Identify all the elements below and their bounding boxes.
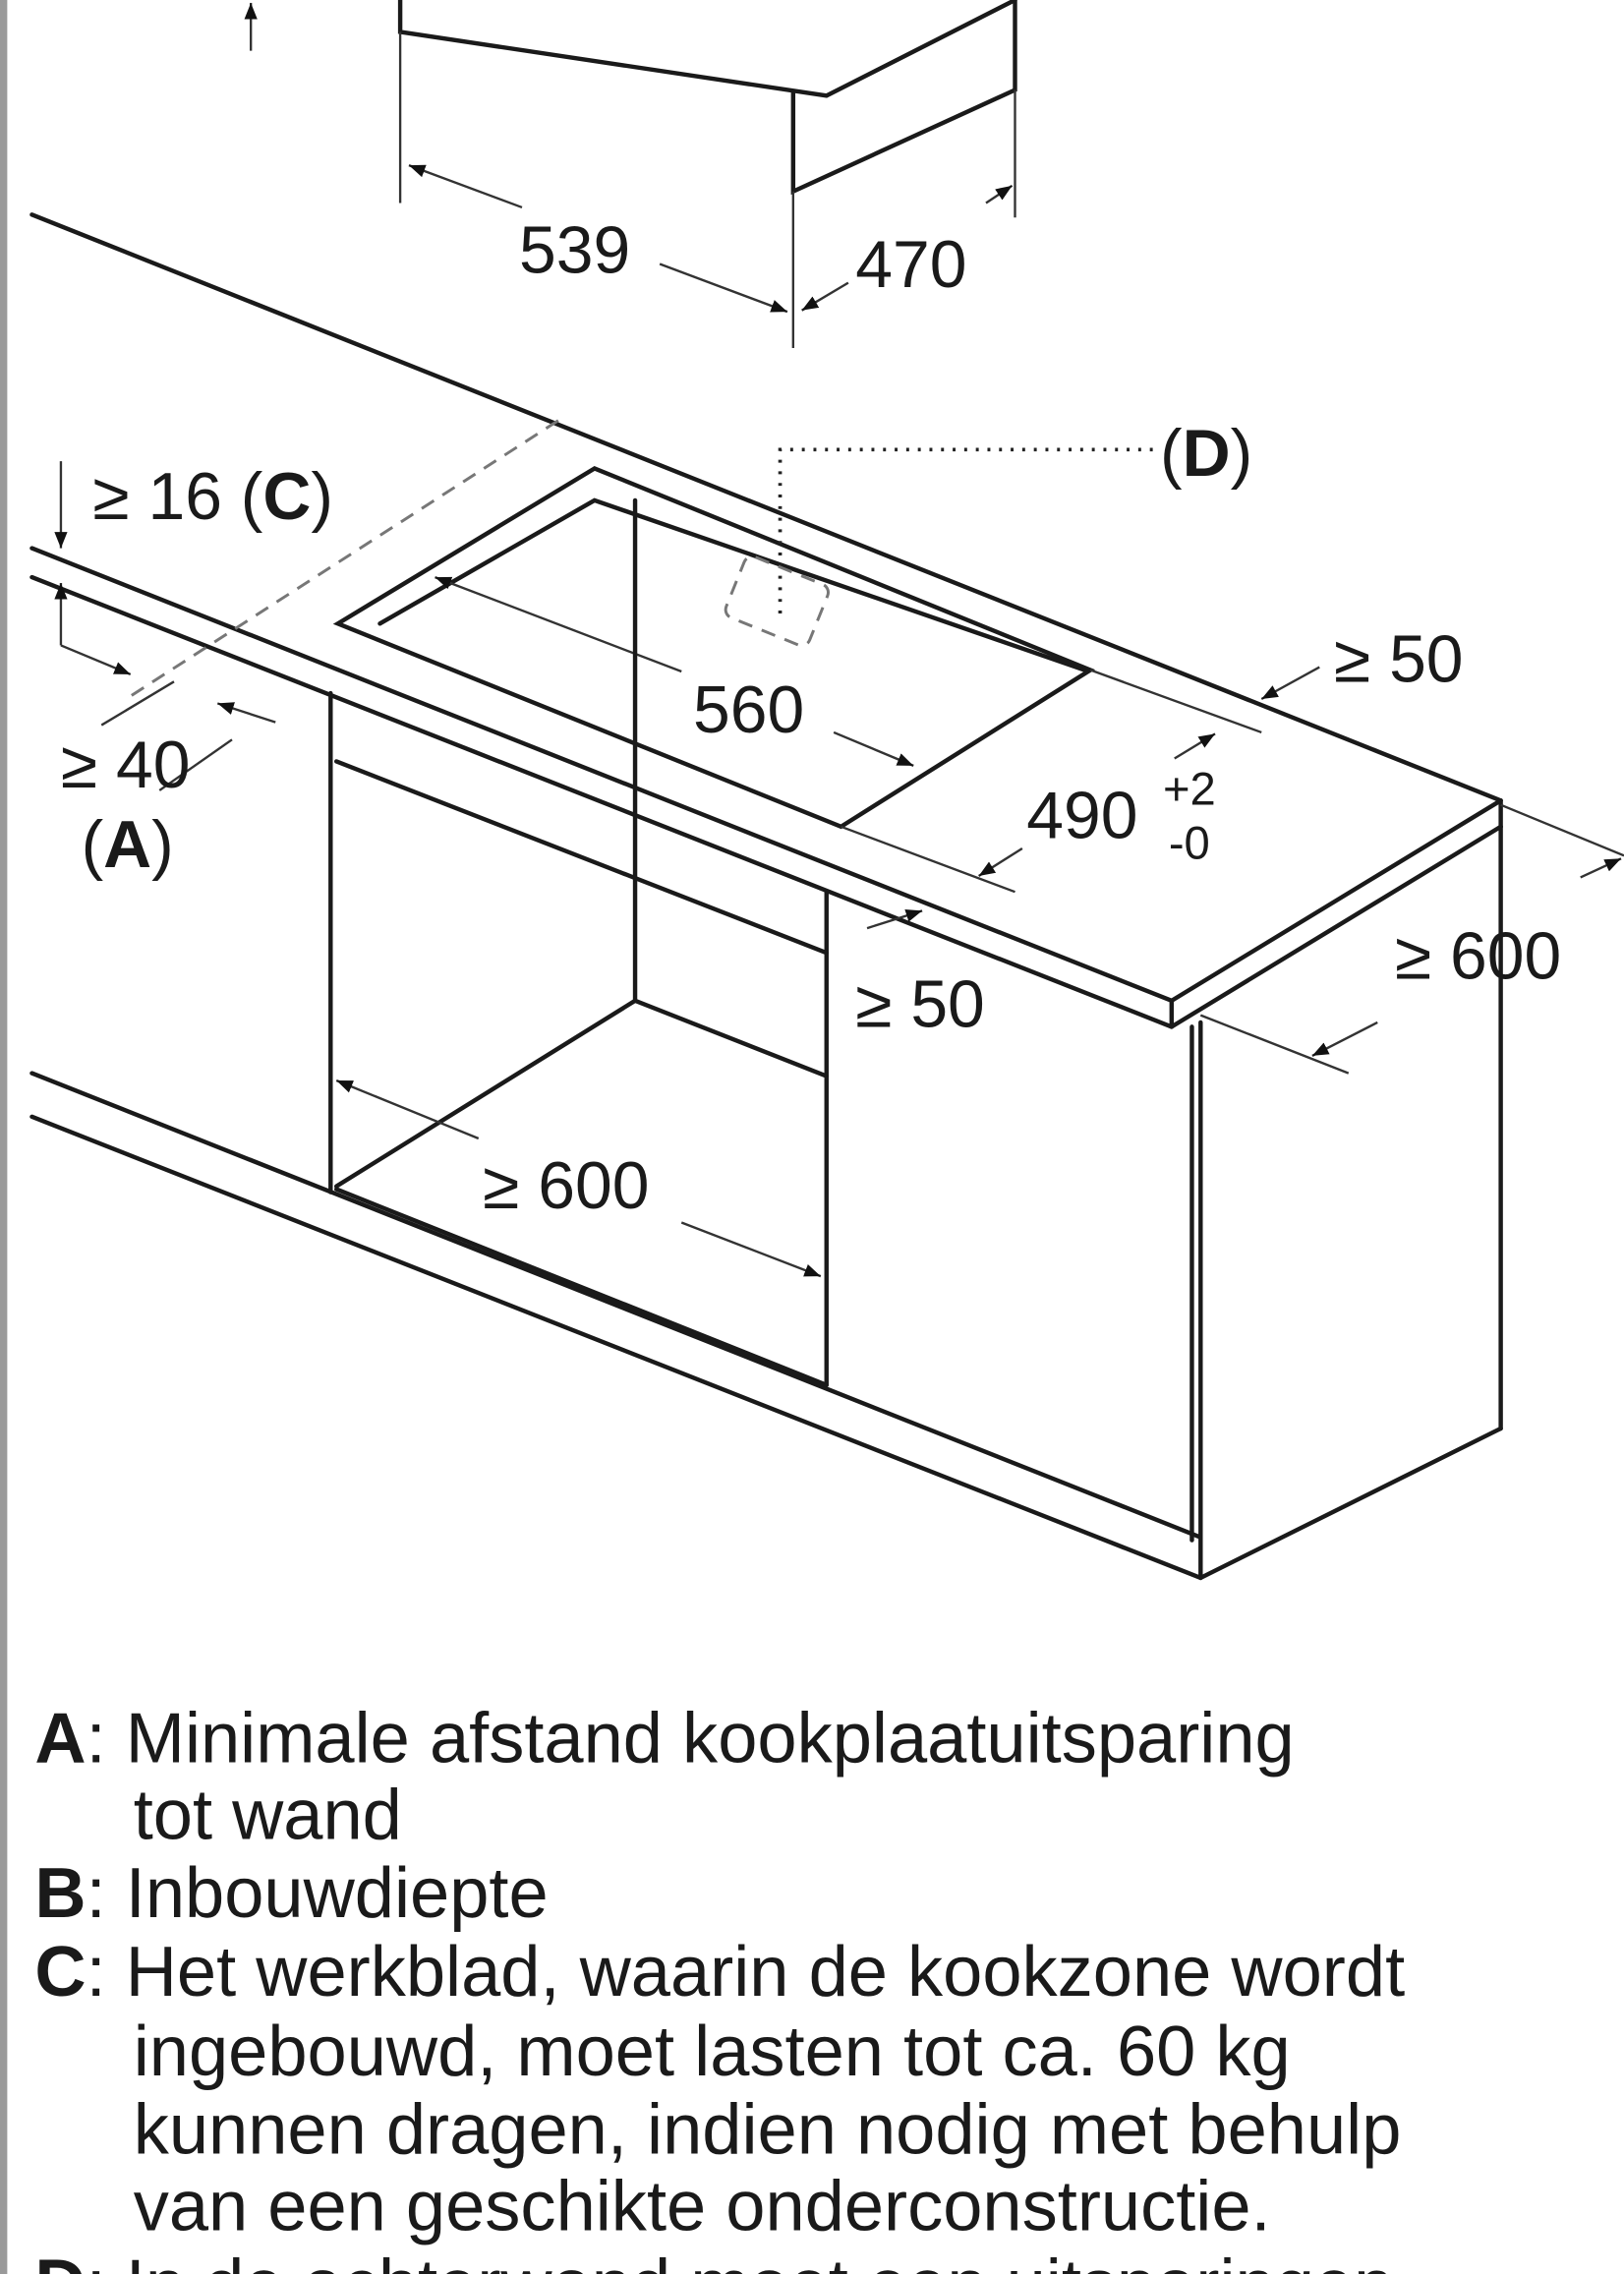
legend-item-a-cont: tot wand (134, 1776, 402, 1854)
label-a: (A) (82, 808, 174, 882)
dim-worktop-thickness: ≥ 16 (C) (92, 460, 333, 534)
legend-item-c-cont: van een geschikte onderconstructie. (134, 2168, 1271, 2246)
legend-item-c: C: Het werkblad, waarin de kookzone word… (34, 1933, 1405, 2012)
dim-cutout-depth: 490 (1026, 780, 1137, 853)
cabinets (29, 497, 1624, 1581)
worktop (29, 212, 1503, 1029)
dim-cutout-width: 560 (693, 673, 804, 747)
dim-box-width: 539 (519, 213, 630, 287)
label-d: (D) (1160, 417, 1252, 491)
wall-socket-marker (724, 447, 1153, 648)
left-border (0, 0, 8, 2274)
dim-wall-distance: ≥ 40 (61, 729, 191, 802)
legend-item-d: D: In de achterwand moet een uitsparinge… (34, 2245, 1393, 2274)
dim-front-clearance: ≥ 50 (855, 967, 985, 1041)
dim-box-depth: 470 (855, 228, 966, 302)
legend-item-c-cont: ingebouwd, moet lasten tot ca. 60 kg (134, 2012, 1291, 2091)
legend-item-c-cont: kunnen dragen, indien nodig met behulp (134, 2091, 1402, 2170)
left-dimensions (54, 461, 276, 791)
dim-tolerance-minus: -0 (1169, 817, 1210, 869)
appliance-box (244, 0, 1017, 349)
dim-cabinet-width: ≥ 600 (483, 1149, 649, 1223)
dim-worktop-depth: ≥ 600 (1395, 920, 1561, 994)
dim-rear-clearance: ≥ 50 (1334, 622, 1464, 696)
legend-item-b: B: Inbouwdiepte (34, 1854, 548, 1933)
legend: A: Minimale afstand kookplaatuitsparing … (34, 1699, 1405, 2274)
hob-cutout (332, 465, 1320, 930)
legend-item-a: A: Minimale afstand kookplaatuitsparing (34, 1699, 1294, 1778)
dim-tolerance-plus: +2 (1163, 764, 1216, 816)
